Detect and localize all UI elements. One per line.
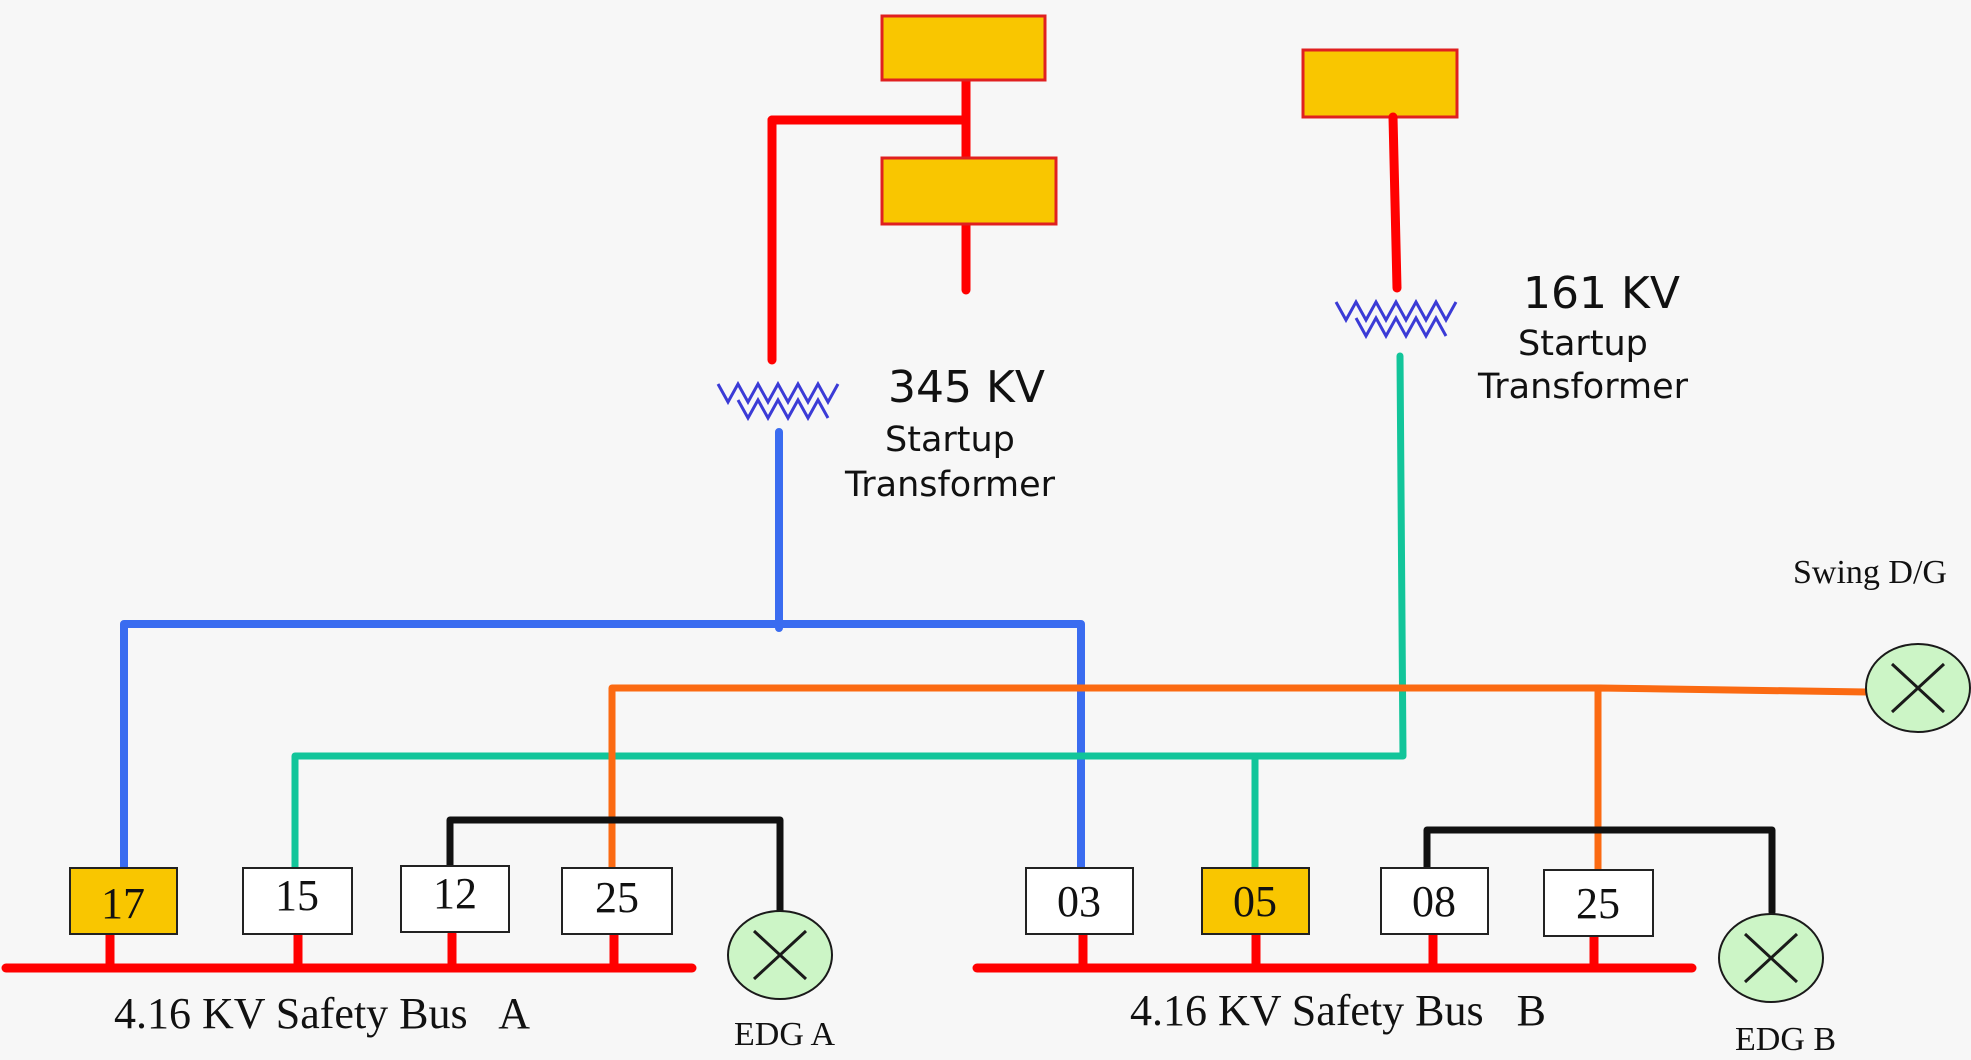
breaker-25-a[interactable]: 25 [561,867,673,935]
breaker-08[interactable]: 08 [1380,867,1489,935]
switchyard-345-upper-block [880,14,1047,82]
switchyard-161-block [1301,48,1459,119]
breaker-12[interactable]: 12 [400,865,510,933]
transformer-161-coil-icon [1334,298,1458,340]
breaker-25-b[interactable]: 25 [1543,869,1654,937]
safety-bus-a-label: 4.16 KV Safety Bus A [114,989,530,1038]
green-circuit-line [291,352,1407,872]
switchyard-345-lower-block [880,156,1058,226]
transformer-161-startup-label: Startup [1518,324,1648,364]
edg-a-label: EDG A [734,1016,836,1053]
breaker-03[interactable]: 03 [1025,867,1134,935]
bus-b-breaker-stubs [1078,929,1599,973]
transformer-345-kv-label: 345 KV [888,362,1045,413]
edg-a-generator-icon[interactable] [727,910,833,1000]
edg-b-generator-icon[interactable] [1718,913,1824,1003]
breaker-25-a-label: 25 [595,873,639,922]
breaker-03-label: 03 [1057,877,1101,926]
breaker-12-label: 12 [433,869,477,918]
transformer-345-startup-label: Startup [885,420,1015,460]
edg-a-circuit-line [446,816,784,916]
breaker-25-b-label: 25 [1576,879,1620,928]
bus-a-breaker-stubs [105,929,619,973]
breaker-17[interactable]: 17 [69,867,178,935]
breaker-08-label: 08 [1412,877,1456,926]
breaker-15-label: 15 [275,871,319,920]
breaker-15[interactable]: 15 [242,867,353,935]
swing-dg-label: Swing D/G [1793,554,1947,591]
breaker-05[interactable]: 05 [1201,867,1310,935]
blue-circuit-line [120,428,1085,872]
edg-b-label: EDG B [1735,1021,1836,1058]
transformer-345-coil-icon [716,380,840,422]
transformer-161-transformer-label: Transformer [1477,367,1689,407]
breaker-17-label: 17 [101,879,145,928]
edg-b-circuit-line [1423,826,1776,916]
breaker-05-label: 05 [1233,877,1277,926]
transformer-161-primary-line [1388,112,1402,293]
transformer-345-transformer-label: Transformer [844,465,1056,505]
swing-dg-generator-icon[interactable] [1865,643,1971,733]
transformer-161-kv-label: 161 KV [1523,268,1680,319]
safety-bus-b-label: 4.16 KV Safety Bus B [1130,986,1546,1035]
orange-circuit-line [608,684,1870,876]
